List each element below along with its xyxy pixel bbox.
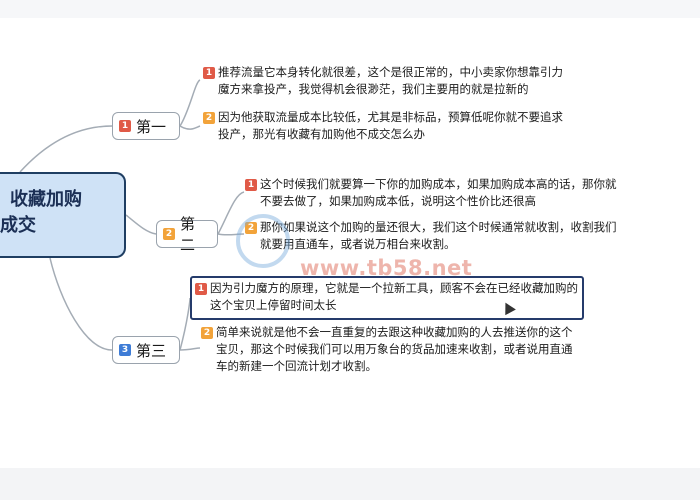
link-b1-leaf-1 <box>179 79 201 127</box>
branch-node-2[interactable]: 2 第二 <box>156 215 218 254</box>
branch-label: 第三 <box>136 341 167 360</box>
leaf-text: 那你如果说这个加购的量还很大，我们这个时候通常就收割，收割我们就要用直通车，或者… <box>260 220 617 251</box>
leaf-text: 因为引力魔方的原理，它就是一个拉新工具，顾客不会在已经收藏加购的这个宝贝上停留时… <box>210 281 578 312</box>
branch-2-leaf-1[interactable]: 1 这个时候我们就要算一下你的加购成本，如果加购成本高的话，那你就不要去做了，如… <box>242 174 624 212</box>
link-b3-leaf-2 <box>179 347 201 351</box>
link-root-branch-2 <box>125 214 157 235</box>
priority-2-icon: 2 <box>201 327 213 339</box>
watermark-logo-icon <box>236 214 290 268</box>
priority-1-icon: 1 <box>195 283 207 295</box>
priority-3-icon: 3 <box>119 344 131 356</box>
mindmap-canvas <box>0 18 700 500</box>
branch-1-leaf-2[interactable]: 2 因为他获取流量成本比较低，尤其是非标品，预算低呢你就不要追求投产，那光有收藏… <box>200 107 576 145</box>
branch-node-1[interactable]: 1 第一 <box>112 112 180 140</box>
branch-label: 第一 <box>136 117 167 136</box>
branch-3-leaf-1-selected[interactable]: 1 因为引力魔方的原理，它就是一个拉新工具，顾客不会在已经收藏加购的这个宝贝上停… <box>190 276 584 320</box>
branch-3-leaf-2[interactable]: 2 简单来说就是他不会一直重复的去跟这种收藏加购的人去推送你的这个宝贝，那这个时… <box>198 322 584 377</box>
root-title-line-1: 收藏加购 <box>10 189 82 210</box>
priority-1-icon: 1 <box>119 120 131 132</box>
branch-label: 第二 <box>180 215 196 254</box>
link-root-branch-1 <box>19 125 113 173</box>
branch-2-leaf-2[interactable]: 2 那你如果说这个加购的量还很大，我们这个时候通常就收割，收割我们就要用直通车，… <box>242 217 624 255</box>
leaf-text: 推荐流量它本身转化就很差，这个是很正常的，中小卖家你想靠引力魔方来拿投产，我觉得… <box>218 65 563 96</box>
priority-1-icon: 1 <box>245 179 257 191</box>
link-b3-leaf-1 <box>179 297 191 351</box>
link-root-branch-3 <box>49 257 113 351</box>
leaf-text: 因为他获取流量成本比较低，尤其是非标品，预算低呢你就不要追求投产，那光有收藏有加… <box>218 110 563 141</box>
watermark-url: www.tb58.net <box>300 256 473 280</box>
link-b1-leaf-2 <box>179 125 201 130</box>
branch-1-leaf-1[interactable]: 1 推荐流量它本身转化就很差，这个是很正常的，中小卖家你想靠引力魔方来拿投产，我… <box>200 62 576 100</box>
link-b2-leaf-1 <box>217 191 245 235</box>
root-title-line-2: 成交 <box>0 215 36 236</box>
leaf-text: 这个时候我们就要算一下你的加购成本，如果加购成本高的话，那你就不要去做了，如果加… <box>260 177 617 208</box>
priority-1-icon: 1 <box>203 67 215 79</box>
canvas-bottom-area <box>0 468 700 500</box>
priority-2-icon: 2 <box>203 112 215 124</box>
leaf-text: 简单来说就是他不会一直重复的去跟这种收藏加购的人去推送你的这个宝贝，那这个时候我… <box>216 325 573 373</box>
root-node[interactable]: 收藏加购 成交 <box>0 172 126 258</box>
priority-2-icon: 2 <box>163 228 175 240</box>
branch-node-3[interactable]: 3 第三 <box>112 336 180 364</box>
